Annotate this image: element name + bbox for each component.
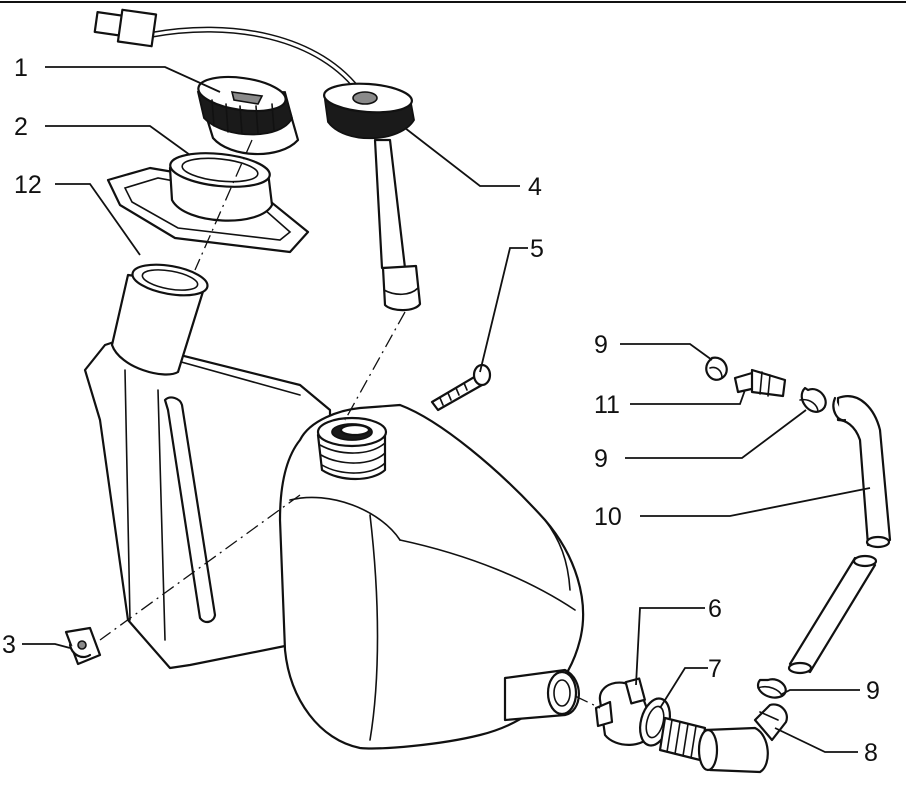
leader-lines <box>22 66 871 753</box>
screw <box>430 363 492 412</box>
callout-labels: 1 2 12 4 5 9 11 9 10 3 6 7 9 8 <box>2 54 880 767</box>
callout-12: 12 <box>14 171 42 199</box>
filler-flange <box>106 152 310 254</box>
callout-9-top: 9 <box>594 331 608 359</box>
callout-5: 5 <box>530 235 544 263</box>
callout-7: 7 <box>708 655 722 683</box>
filler-cap <box>196 75 300 156</box>
callout-2: 2 <box>14 113 28 141</box>
callout-11: 11 <box>594 391 620 419</box>
callout-8: 8 <box>864 739 878 767</box>
fuel-tap-assembly <box>594 677 788 774</box>
callout-9-middle: 9 <box>594 445 608 473</box>
nut <box>64 626 102 666</box>
callout-3: 3 <box>2 631 16 659</box>
callout-1: 1 <box>14 54 28 82</box>
assembly-lines <box>99 139 601 709</box>
callout-9-bottom: 9 <box>866 677 880 705</box>
fuel-tank <box>83 263 585 750</box>
vent-hose-assembly <box>705 356 892 699</box>
fuel-gauge-sender <box>93 8 422 312</box>
callout-4: 4 <box>528 173 542 201</box>
callout-10: 10 <box>594 503 622 531</box>
callout-6: 6 <box>708 595 722 623</box>
